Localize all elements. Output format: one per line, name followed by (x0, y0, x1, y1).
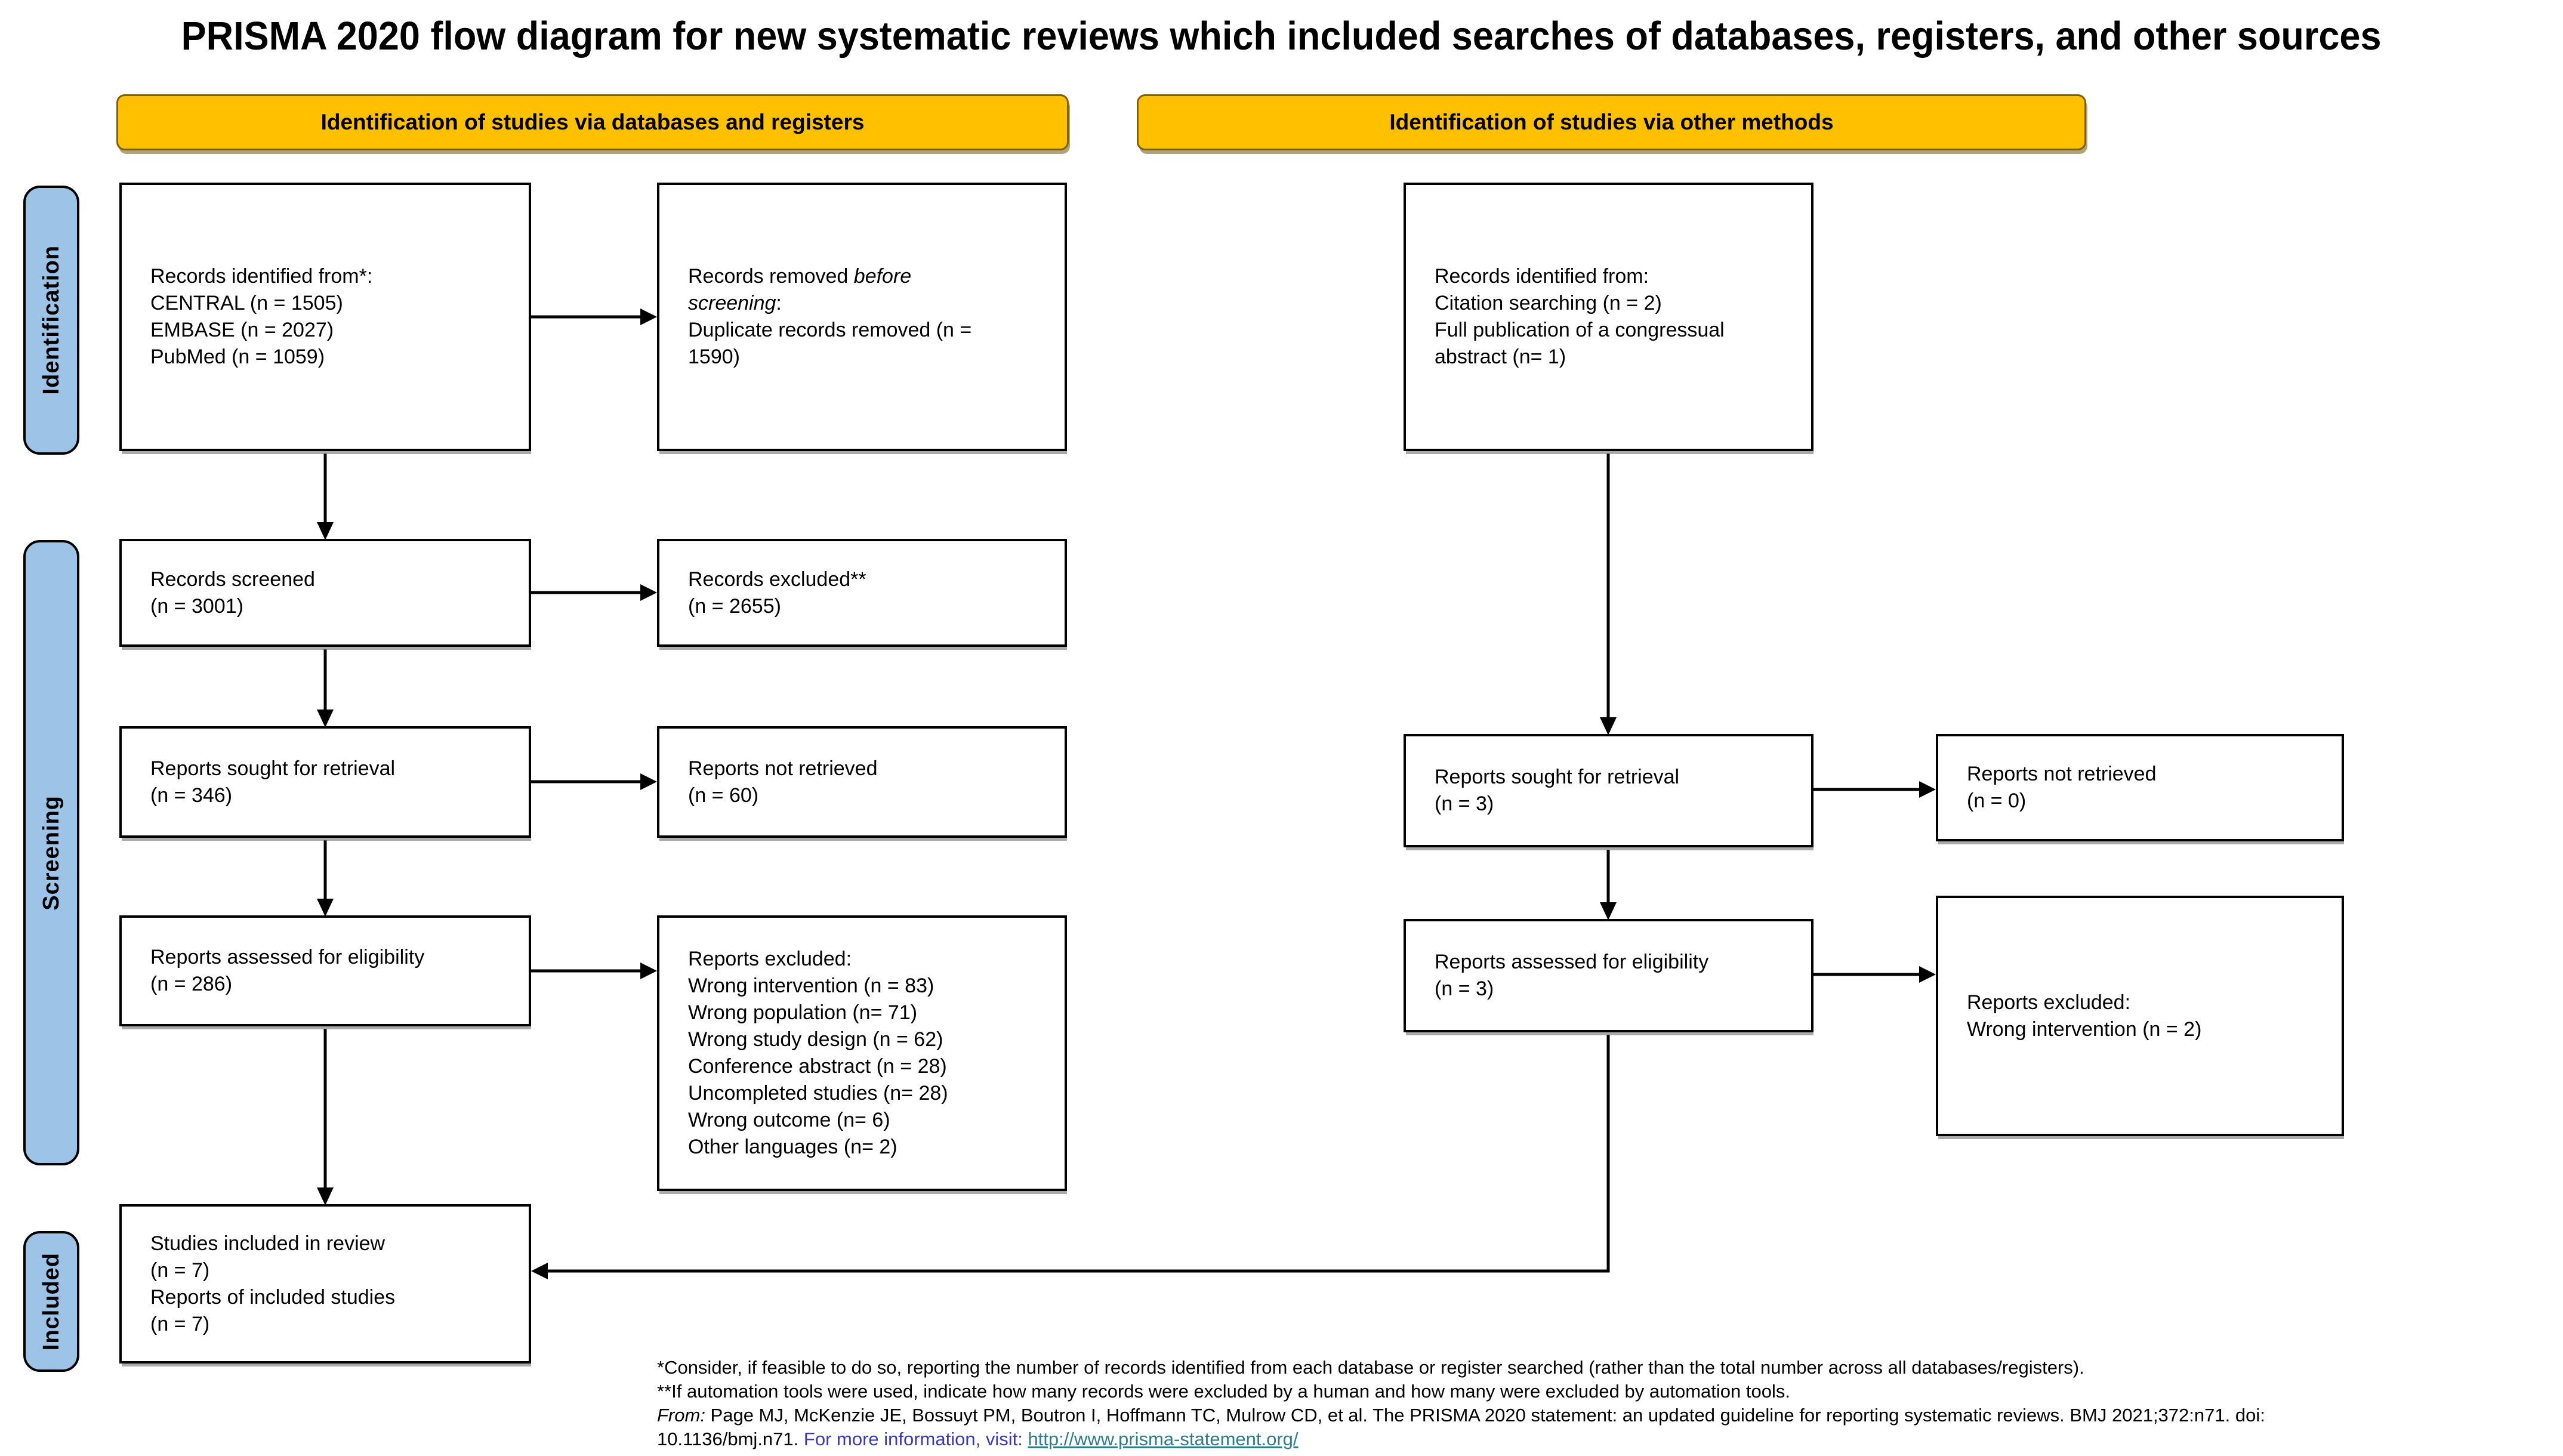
box-text-line: (n = 7) (150, 1312, 210, 1335)
footnote-double-asterisk: **If automation tools were used, indicat… (657, 1381, 1790, 1402)
stage-identification-label: Identification (38, 245, 64, 395)
box-text-line: Studies included in review (150, 1232, 385, 1255)
box-reports-sought-other: Reports sought for retrieval (n = 3) (1404, 734, 1813, 847)
box-text-segment: : (776, 292, 782, 314)
stage-identification: Identification (23, 186, 79, 455)
stage-included-label: Included (38, 1252, 64, 1351)
box-text-line: Other languages (n= 2) (688, 1136, 897, 1158)
arrow-assessed-db-to-included (317, 1029, 334, 1205)
footnote-info-label: For more information, visit: (803, 1429, 1028, 1449)
box-text-line: Wrong population (n= 71) (688, 1001, 918, 1024)
box-text-line: Conference abstract (n = 28) (688, 1055, 947, 1078)
box-text-line: Wrong outcome (n= 6) (688, 1109, 890, 1131)
box-text-line: Records removed before (688, 263, 1050, 290)
box-text-line: (n = 3001) (150, 594, 243, 618)
box-reports-assessed-databases: Reports assessed for eligibility (n = 286… (119, 915, 531, 1026)
box-records-removed-before-screening: Records removed before screening: Duplic… (657, 183, 1067, 451)
box-text-line: abstract (n= 1) (1435, 346, 1566, 368)
arrow-screened-to-sought (317, 649, 334, 727)
box-text-line: (n = 3) (1435, 977, 1494, 1000)
box-text-line: Reports not retrieved (1967, 763, 2157, 785)
arrow-sought-db-to-assessed (317, 840, 334, 917)
box-text-line: Full publication of a congressual (1435, 319, 1725, 341)
box-text-line: Records excluded** (688, 567, 866, 591)
box-reports-not-retrieved-other: Reports not retrieved (n = 0) (1936, 734, 2344, 841)
box-text-line: 1590) (688, 346, 740, 368)
box-text-line: Records screened (150, 567, 315, 591)
footnote-asterisk: *Consider, if feasible to do so, reporti… (657, 1357, 2084, 1378)
footnote-doi-text: 10.1136/bmj.n71. (657, 1429, 804, 1449)
box-text-line: Records identified from*: (150, 265, 373, 288)
arrow-assessed-other-to-excluded (1813, 966, 1936, 983)
arrow-identified-db-to-removed (531, 309, 657, 325)
box-text-line: Reports of included studies (150, 1285, 396, 1309)
stage-screening-label: Screening (38, 795, 64, 911)
box-reports-not-retrieved-databases: Reports not retrieved (n = 60) (657, 726, 1067, 838)
box-text-line: PubMed (n = 1059) (150, 346, 325, 368)
arrow-identified-other-to-sought (1600, 454, 1617, 735)
banner-identification-databases: Identification of studies via databases … (116, 94, 1069, 150)
footnote-citation-line1: From: Page MJ, McKenzie JE, Bossuyt PM, … (657, 1403, 2265, 1427)
box-reports-excluded-databases: Reports excluded: Wrong intervention (n =… (657, 915, 1067, 1191)
box-text-line: Wrong study design (n = 62) (688, 1028, 943, 1051)
box-studies-included: Studies included in review (n = 7) Reports… (119, 1204, 531, 1364)
footnotes: *Consider, if feasible to do so, reporti… (657, 1356, 2265, 1451)
footnote-from-label: From: (657, 1405, 705, 1426)
box-text-line: Uncompleted studies (n= 28) (688, 1082, 948, 1105)
page-title-text: PRISMA 2020 flow diagram for new systema… (181, 14, 2382, 58)
box-text-italic: screening (688, 292, 776, 314)
box-reports-excluded-other: Reports excluded: Wrong intervention (n =… (1936, 896, 2344, 1136)
box-text-line: Wrong intervention (n = 83) (688, 974, 934, 997)
box-text-line: Reports sought for retrieval (1435, 766, 1680, 788)
box-records-excluded: Records excluded** (n = 2655) (657, 539, 1067, 647)
banner-identification-databases-label: Identification of studies via databases … (320, 110, 865, 134)
box-text-line: Duplicate records removed (n = (688, 319, 972, 341)
box-text-segment: Records removed (688, 265, 854, 288)
box-text-italic: before (853, 265, 912, 288)
box-text-line: Reports not retrieved (688, 757, 878, 780)
box-text-line: Citation searching (n = 2) (1435, 292, 1662, 314)
box-text-line: Reports assessed for eligibility (150, 946, 425, 968)
page-title: PRISMA 2020 flow diagram for new systema… (0, 13, 2563, 59)
arrow-sought-other-to-assessed (1600, 850, 1617, 920)
box-text-line: Reports assessed for eligibility (1435, 951, 1709, 973)
box-records-identified-databases: Records identified from*: CENTRAL (n = 15… (119, 183, 531, 451)
box-reports-sought-databases: Reports sought for retrieval (n = 346) (119, 726, 531, 838)
arrow-assessed-db-to-excluded (531, 963, 657, 979)
arrow-identified-db-to-screened (317, 454, 334, 540)
box-text-line: (n = 286) (150, 973, 233, 995)
box-text-line: (n = 0) (1967, 789, 2027, 812)
box-records-identified-other: Records identified from: Citation searchi… (1404, 183, 1813, 451)
box-text-line: CENTRAL (n = 1505) (150, 292, 343, 314)
banner-identification-other-methods-label: Identification of studies via other meth… (1389, 110, 1834, 134)
box-records-screened: Records screened (n = 3001) (119, 539, 531, 647)
stage-included: Included (23, 1231, 79, 1372)
box-text-line: EMBASE (n = 2027) (150, 319, 334, 341)
box-text-line: (n = 60) (688, 783, 759, 807)
banner-identification-other-methods: Identification of studies via other meth… (1137, 94, 2086, 150)
box-reports-assessed-other: Reports assessed for eligibility (n = 3) (1404, 919, 1813, 1032)
box-text-line: (n = 2655) (688, 594, 781, 618)
box-text-line: Records identified from: (1435, 265, 1649, 288)
arrow-screened-to-excluded (531, 584, 657, 601)
arrow-sought-db-to-not-retrieved (531, 773, 657, 790)
stage-screening: Screening (23, 540, 79, 1165)
box-text-line: Wrong intervention (n = 2) (1967, 1017, 2202, 1041)
footnote-citation-line2: 10.1136/bmj.n71. For more information, v… (657, 1427, 2265, 1451)
box-text-line: Reports sought for retrieval (150, 757, 396, 780)
box-text-line: (n = 3) (1435, 792, 1494, 815)
box-text-line: (n = 7) (150, 1258, 210, 1282)
box-text-line: Reports excluded: (688, 948, 852, 970)
footnote-citation-text: Page MJ, McKenzie JE, Bossuyt PM, Boutro… (705, 1405, 2265, 1426)
prisma-statement-link[interactable]: http://www.prisma-statement.org/ (1028, 1429, 1299, 1449)
arrow-sought-other-to-not-retrieved (1813, 781, 1936, 798)
box-text-line: screening: (688, 290, 1050, 317)
box-text-line: Reports excluded: (1967, 991, 2131, 1014)
box-text-line: (n = 346) (150, 783, 233, 807)
